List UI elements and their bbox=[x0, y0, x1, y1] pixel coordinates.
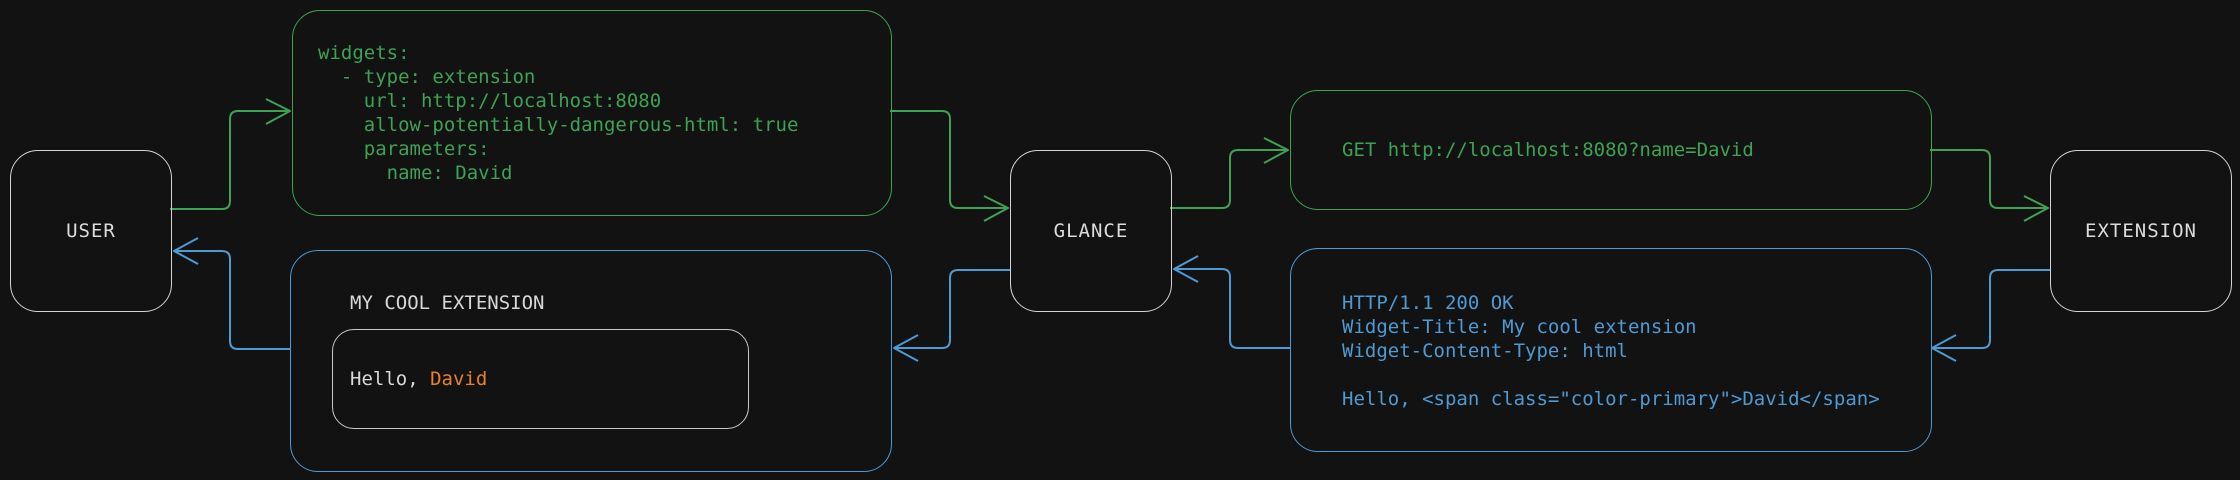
arrowhead-icon bbox=[1931, 334, 1957, 362]
widget-title: MY COOL EXTENSION bbox=[350, 292, 545, 314]
greeting-text: Hello, David bbox=[333, 368, 487, 390]
arrowhead-icon bbox=[983, 195, 1009, 222]
arrowhead-icon bbox=[893, 334, 919, 362]
wire-user-to-config bbox=[170, 110, 288, 210]
http-request-box: GET http://localhost:8080?name=David bbox=[1290, 90, 1932, 210]
http-response-code: HTTP/1.1 200 OK Widget-Title: My cool ex… bbox=[1342, 292, 1880, 410]
wire-config-to-glance bbox=[890, 110, 1006, 209]
extension-node: EXTENSION bbox=[2050, 150, 2232, 312]
http-response-box: HTTP/1.1 200 OK Widget-Title: My cool ex… bbox=[1290, 248, 1932, 452]
config-yaml-box: widgets: - type: extension url: http://l… bbox=[292, 10, 892, 216]
http-request-code: GET http://localhost:8080?name=David bbox=[1342, 139, 1754, 161]
arrowhead-icon bbox=[1173, 255, 1199, 283]
arrowhead-icon bbox=[173, 237, 199, 265]
user-node: USER bbox=[10, 150, 172, 312]
widget-inner-box: Hello, David bbox=[332, 329, 749, 429]
wire-response-to-glance bbox=[1176, 268, 1290, 349]
wire-extension-to-response bbox=[1934, 269, 2050, 349]
greeting-prefix: Hello, bbox=[350, 368, 431, 390]
extension-node-label: EXTENSION bbox=[2085, 220, 2197, 242]
arrowhead-icon bbox=[1263, 137, 1289, 164]
glance-node-label: GLANCE bbox=[1053, 220, 1129, 242]
user-node-label: USER bbox=[66, 220, 116, 242]
arrowhead-icon bbox=[2023, 195, 2049, 222]
wire-glance-to-widget bbox=[896, 269, 1010, 349]
widget-preview-box: MY COOL EXTENSION Hello, David bbox=[290, 250, 892, 472]
wire-widget-to-user bbox=[176, 250, 290, 350]
response-flow-wires bbox=[173, 237, 2050, 362]
glance-node: GLANCE bbox=[1010, 150, 1172, 312]
wire-request-to-extension bbox=[1930, 149, 2046, 209]
wire-glance-to-request bbox=[1170, 149, 1286, 209]
greeting-name: David bbox=[430, 368, 488, 390]
config-yaml-code: widgets: - type: extension url: http://l… bbox=[318, 42, 799, 184]
arrowhead-icon bbox=[265, 98, 291, 125]
request-flow-wires bbox=[170, 98, 2049, 222]
